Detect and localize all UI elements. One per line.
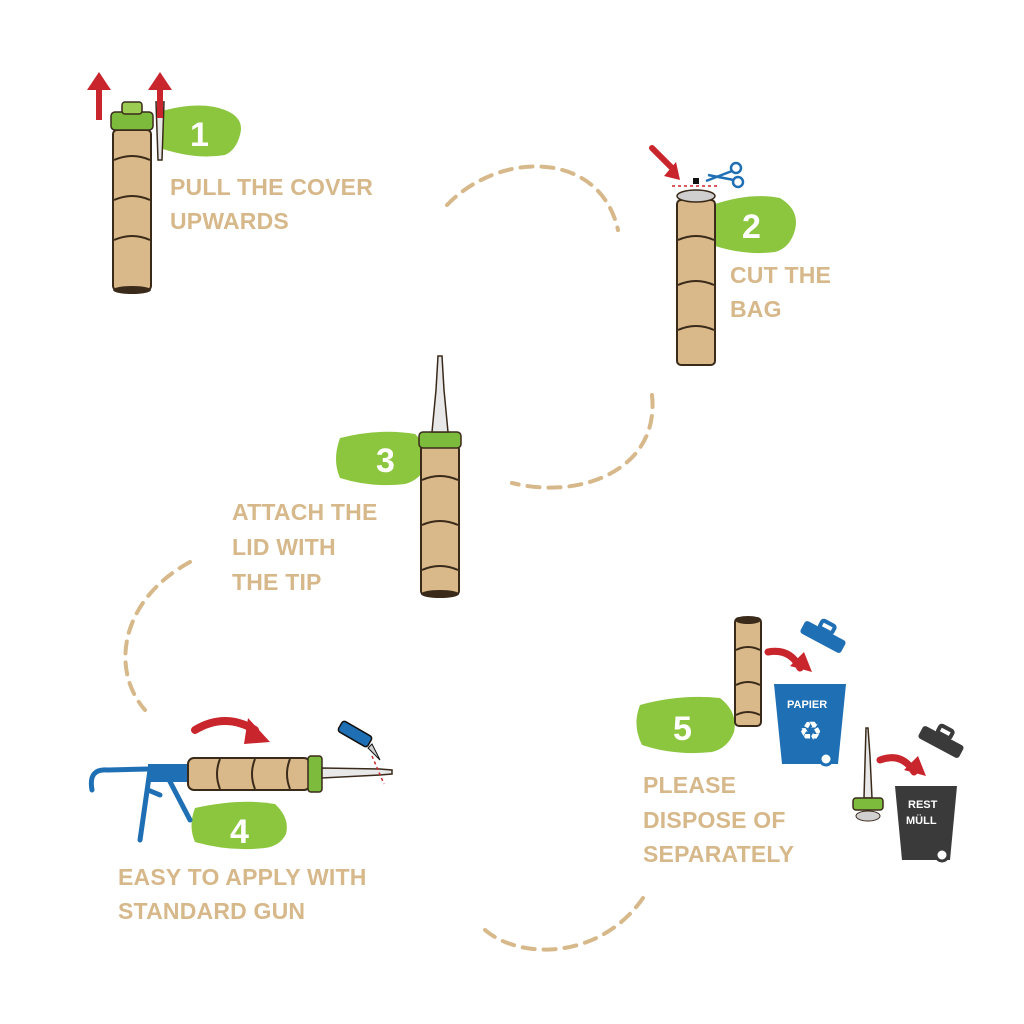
step-2-number: 2 bbox=[742, 208, 761, 246]
step-4-number: 4 bbox=[230, 813, 249, 851]
step-3-number: 3 bbox=[376, 442, 395, 480]
rest-bin-icon: REST MÜLL bbox=[895, 723, 964, 863]
step-2-label: CUT THE BAG bbox=[730, 262, 832, 323]
step-4-illustration: 4 bbox=[88, 717, 393, 851]
nozzle-icon bbox=[431, 355, 449, 433]
step-1-label: PULL THE COVER UPWARDS bbox=[170, 174, 374, 235]
step-1-tube bbox=[112, 129, 152, 291]
recycle-icon: ♻ bbox=[799, 716, 822, 746]
down-arrow-icon bbox=[649, 145, 680, 180]
step-3-flag bbox=[336, 431, 427, 486]
step-1-illustration: 1 bbox=[87, 72, 241, 294]
rest-bin-label-1: REST bbox=[908, 799, 938, 811]
step-1-number: 1 bbox=[190, 116, 209, 154]
step-3-illustration: 3 bbox=[336, 355, 462, 598]
connector-1-2 bbox=[445, 164, 620, 232]
step-5-illustration: 5 PAPIER ♻ bbox=[636, 616, 964, 863]
step-5-label: PLEASE DISPOSE OF SEPARATELY bbox=[643, 772, 795, 867]
step-2-flag bbox=[712, 196, 796, 254]
connector-paths bbox=[123, 164, 655, 952]
step-3-label: ATTACH THE LID WITH THE TIP bbox=[232, 499, 378, 595]
step-2-illustration: 2 bbox=[649, 145, 796, 366]
lid-with-nozzle-icon bbox=[852, 727, 884, 822]
connector-2-3 bbox=[510, 393, 655, 490]
curved-arrow-icon bbox=[876, 754, 926, 776]
step-5-number: 5 bbox=[673, 710, 692, 748]
step-5-tube bbox=[734, 617, 762, 727]
connector-4-5 bbox=[483, 896, 645, 952]
step-5-flag bbox=[636, 696, 735, 754]
step-4-tube bbox=[187, 757, 311, 791]
curved-arrow-icon bbox=[191, 717, 270, 744]
curved-arrow-icon bbox=[764, 647, 812, 672]
step-4-label: EASY TO APPLY WITH STANDARD GUN bbox=[118, 864, 367, 925]
paper-bin-icon: PAPIER ♻ bbox=[774, 618, 846, 767]
step-4-flag bbox=[191, 801, 287, 850]
paper-bin-label: PAPIER bbox=[787, 699, 827, 711]
up-arrow-icon bbox=[87, 72, 172, 120]
knife-icon bbox=[337, 720, 381, 761]
connector-3-4 bbox=[123, 560, 192, 712]
rest-bin-label-2: MÜLL bbox=[906, 814, 937, 827]
step-1-flag bbox=[158, 105, 241, 157]
scissors-icon bbox=[705, 161, 745, 189]
